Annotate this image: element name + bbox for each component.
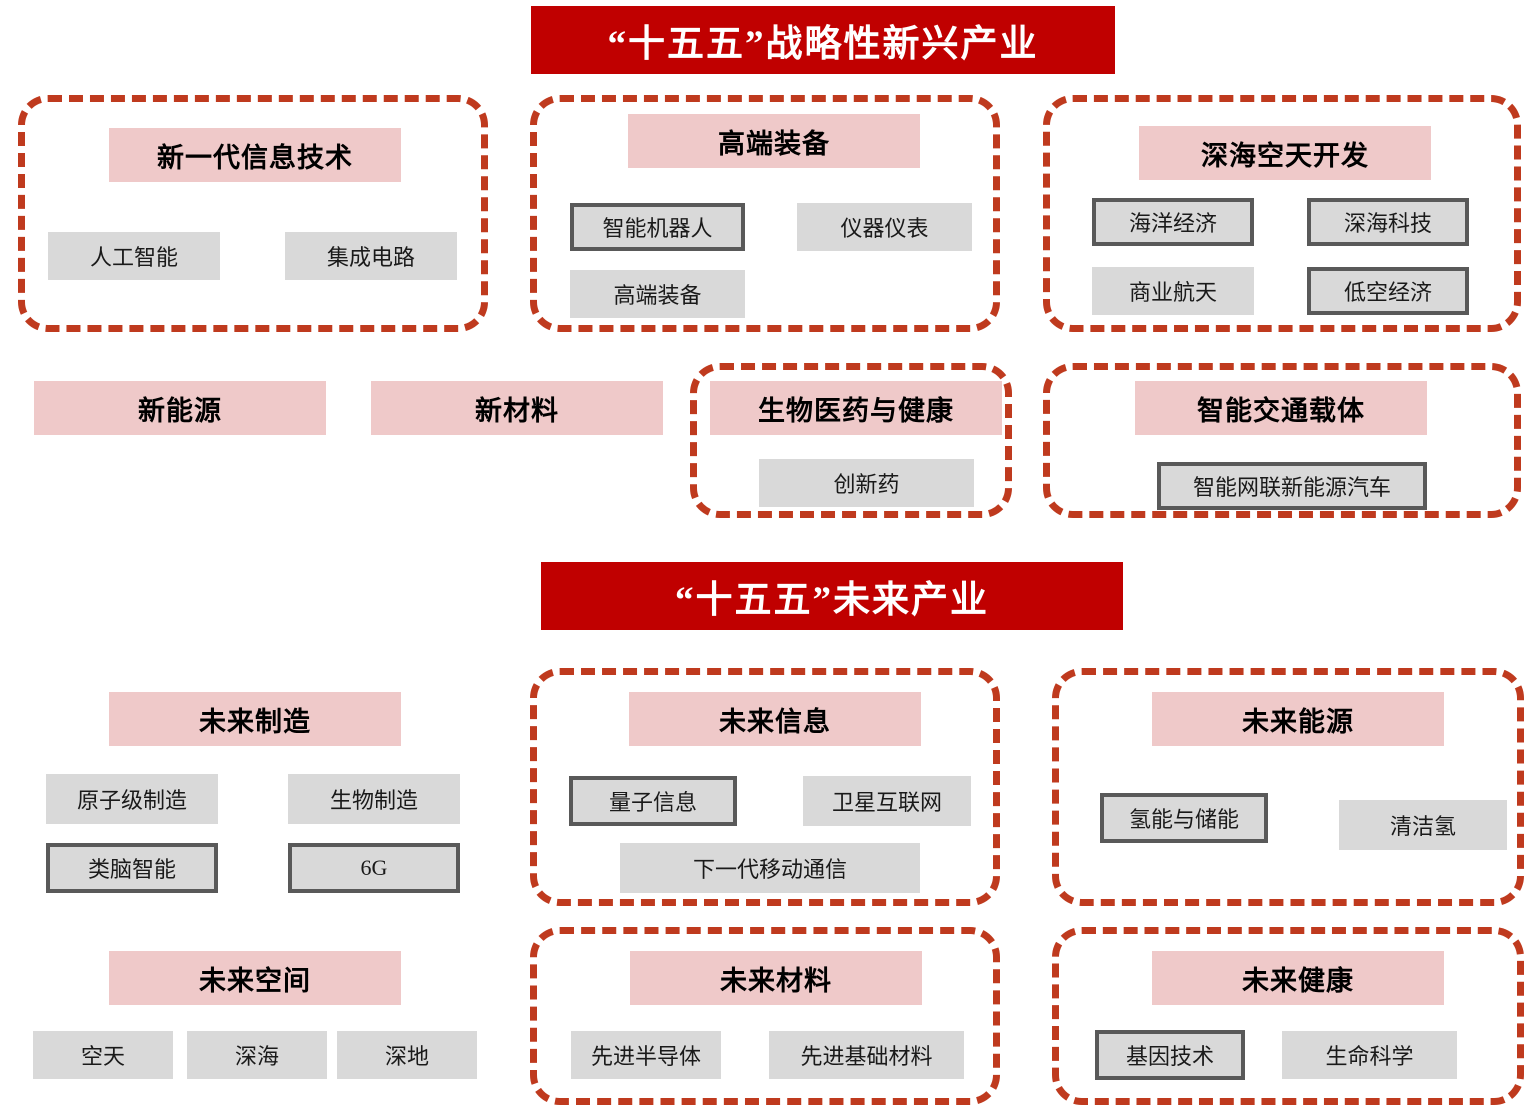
- category-header-deep-sea-and-aerospace-development: 深海空天开发: [1139, 126, 1431, 180]
- category-header-future-health: 未来健康: [1152, 951, 1444, 1005]
- group-high-end-equipment: [530, 95, 1000, 332]
- chip-advanced-basic-materials: 先进基础材料: [769, 1031, 964, 1079]
- chip-deep-earth: 深地: [337, 1031, 477, 1079]
- chip-deep-sea: 深海: [187, 1031, 327, 1079]
- chip-deep-sea-technology: 深海科技: [1307, 198, 1469, 246]
- category-header-new-materials: 新材料: [371, 381, 663, 435]
- group-future-health: [1052, 927, 1524, 1105]
- group-future-materials: [530, 927, 1000, 1105]
- chip-artificial-intelligence: 人工智能: [48, 232, 220, 280]
- group-new-generation-information-technology: [18, 95, 488, 332]
- category-header-future-manufacturing: 未来制造: [109, 692, 401, 746]
- chip-intelligent-connected-new-energy-vehicles: 智能网联新能源汽车: [1157, 462, 1427, 510]
- chip-instruments-and-meters: 仪器仪表: [797, 203, 972, 251]
- group-future-energy: [1052, 668, 1524, 906]
- category-header-high-end-equipment: 高端装备: [628, 114, 920, 168]
- chip-low-altitude-economy: 低空经济: [1307, 267, 1469, 315]
- category-header-future-space: 未来空间: [109, 951, 401, 1005]
- chip-gene-technology: 基因技术: [1095, 1030, 1245, 1080]
- chip-high-end-equipment: 高端装备: [570, 270, 745, 318]
- chip-brain-inspired-intelligence: 类脑智能: [46, 843, 218, 893]
- chip-life-sciences: 生命科学: [1282, 1031, 1457, 1079]
- category-header-future-energy: 未来能源: [1152, 692, 1444, 746]
- category-header-intelligent-transport-vehicles: 智能交通载体: [1135, 381, 1427, 435]
- chip-advanced-semiconductors: 先进半导体: [571, 1031, 721, 1079]
- category-header-future-information: 未来信息: [629, 692, 921, 746]
- group-intelligent-transport-vehicles: [1043, 363, 1521, 518]
- chip-integrated-circuits: 集成电路: [285, 232, 457, 280]
- chip-satellite-internet: 卫星互联网: [803, 776, 971, 826]
- chip-innovative-drugs: 创新药: [759, 459, 974, 507]
- chip-intelligent-robots: 智能机器人: [570, 203, 745, 251]
- group-future-information: [530, 668, 1000, 906]
- banner-future-industries: “十五五”未来产业: [541, 562, 1123, 630]
- chip-aerospace: 空天: [33, 1031, 173, 1079]
- category-header-biomedicine-and-health: 生物医药与健康: [710, 381, 1002, 435]
- chip-6g: 6G: [288, 843, 460, 893]
- category-header-new-generation-information-technology: 新一代信息技术: [109, 128, 401, 182]
- group-deep-sea-and-aerospace-development: [1043, 95, 1521, 332]
- chip-clean-hydrogen: 清洁氢: [1339, 800, 1507, 850]
- chip-atomic-scale-manufacturing: 原子级制造: [46, 774, 218, 824]
- category-header-new-energy: 新能源: [34, 381, 326, 435]
- chip-quantum-information: 量子信息: [569, 776, 737, 826]
- chip-marine-economy: 海洋经济: [1092, 198, 1254, 246]
- group-biomedicine-and-health: [690, 363, 1012, 518]
- chip-commercial-aerospace: 商业航天: [1092, 267, 1254, 315]
- chip-next-generation-mobile-communications: 下一代移动通信: [620, 843, 920, 893]
- chip-hydrogen-and-energy-storage: 氢能与储能: [1100, 793, 1268, 843]
- chip-biomanufacturing: 生物制造: [288, 774, 460, 824]
- banner-strategic-emerging-industries: “十五五”战略性新兴产业: [531, 6, 1115, 74]
- category-header-future-materials: 未来材料: [630, 951, 922, 1005]
